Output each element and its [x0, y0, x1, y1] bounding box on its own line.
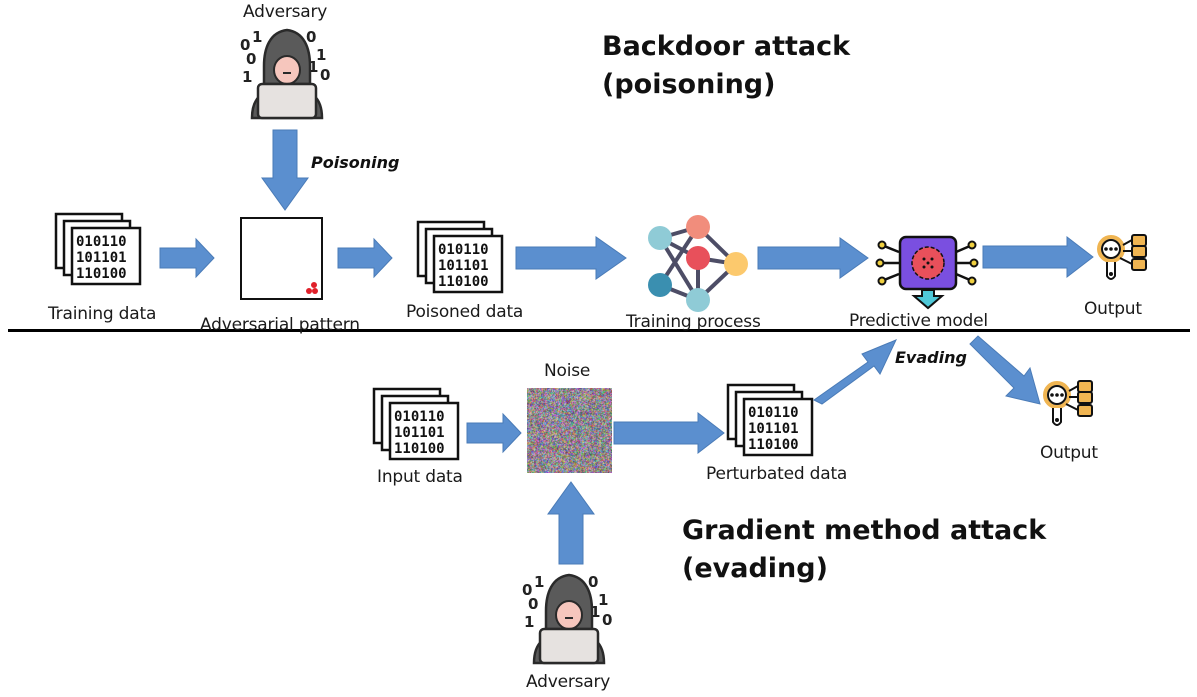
output-label-bottom: Output: [1040, 443, 1098, 463]
svg-text:1: 1: [598, 591, 608, 609]
arrow-training-to-model: [757, 237, 869, 279]
output-label-top: Output: [1084, 299, 1142, 319]
binary-row: 101101: [438, 258, 489, 274]
perturbated-data-icon: 010110 101101 110100: [726, 383, 814, 457]
arrow-training-to-pattern: [159, 237, 215, 279]
backdoor-title-line1: Backdoor attack: [602, 31, 851, 62]
svg-text:0: 0: [306, 28, 316, 46]
binary-row: 101101: [76, 250, 127, 266]
training-data-icon: 010110 101101 110100: [54, 212, 142, 286]
svg-text:1: 1: [534, 573, 544, 591]
predictive-model-label: Predictive model: [849, 311, 988, 331]
svg-text:0: 0: [522, 581, 532, 599]
trigger-dots-icon: [306, 282, 318, 294]
binary-row: 010110: [748, 405, 799, 421]
binary-row: 101101: [748, 421, 799, 437]
binary-row: 010110: [394, 409, 445, 425]
svg-text:0: 0: [588, 573, 598, 591]
input-data-icon: 010110 101101 110100: [372, 387, 460, 461]
svg-text:1: 1: [524, 613, 534, 631]
svg-text:1: 1: [308, 58, 318, 76]
training-process-label: Training process: [626, 312, 761, 332]
gradient-attack-title: Gradient method attack (evading): [682, 512, 1046, 588]
input-data-label: Input data: [377, 467, 463, 487]
svg-text:1: 1: [316, 46, 326, 64]
svg-text:1: 1: [590, 603, 600, 621]
predictive-model-icon: [875, 235, 979, 310]
binary-row: 010110: [438, 242, 489, 258]
binary-row: 110100: [394, 441, 445, 457]
svg-text:0: 0: [246, 50, 256, 68]
backdoor-title-line2: (poisoning): [602, 69, 776, 100]
poisoning-arrow: [261, 129, 309, 211]
svg-text:1: 1: [252, 28, 262, 46]
arrow-model-to-output: [982, 235, 1094, 279]
output-icon-top: [1097, 234, 1147, 280]
binary-row: 101101: [394, 425, 445, 441]
arrow-adversary-to-noise: [547, 481, 595, 565]
poisoning-label: Poisoning: [311, 153, 400, 172]
svg-text:0: 0: [320, 66, 330, 84]
gradient-title-line2: (evading): [682, 553, 828, 584]
binary-row: 010110: [76, 234, 127, 250]
svg-text:1: 1: [242, 68, 252, 86]
noise-image: [527, 388, 612, 473]
perturbated-data-label: Perturbated data: [706, 464, 848, 484]
poisoned-data-label: Poisoned data: [406, 302, 524, 322]
gradient-title-line1: Gradient method attack: [682, 515, 1047, 546]
noise-label: Noise: [544, 361, 591, 381]
output-icon-bottom: [1043, 380, 1093, 426]
binary-row: 110100: [438, 274, 489, 290]
neural-network-icon: [648, 215, 748, 312]
training-data-label: Training data: [48, 304, 157, 324]
section-divider: [8, 329, 1190, 332]
arrow-pattern-to-poisoned: [337, 237, 393, 279]
arrow-noise-to-perturbated: [613, 411, 725, 455]
binary-row: 110100: [748, 437, 799, 453]
binary-row: 110100: [76, 266, 127, 282]
arrow-poisoned-to-training: [515, 236, 627, 280]
poisoned-data-icon: 010110 101101 110100: [416, 220, 504, 294]
svg-text:0: 0: [528, 595, 538, 613]
bottom-adversary-label: Adversary: [526, 672, 611, 692]
arrow-input-to-noise: [466, 412, 522, 454]
adversarial-pattern-box: [240, 217, 323, 300]
top-adversary-label: Adversary: [243, 2, 328, 22]
arrow-model-to-output-evaded: [969, 335, 1041, 405]
svg-text:0: 0: [602, 611, 612, 629]
backdoor-attack-title: Backdoor attack (poisoning): [602, 28, 850, 104]
svg-text:0: 0: [240, 36, 250, 54]
evading-label: Evading: [895, 348, 967, 367]
adversarial-pattern-label: Adversarial pattern: [200, 315, 360, 335]
arrow-perturbated-to-model: [813, 339, 898, 405]
